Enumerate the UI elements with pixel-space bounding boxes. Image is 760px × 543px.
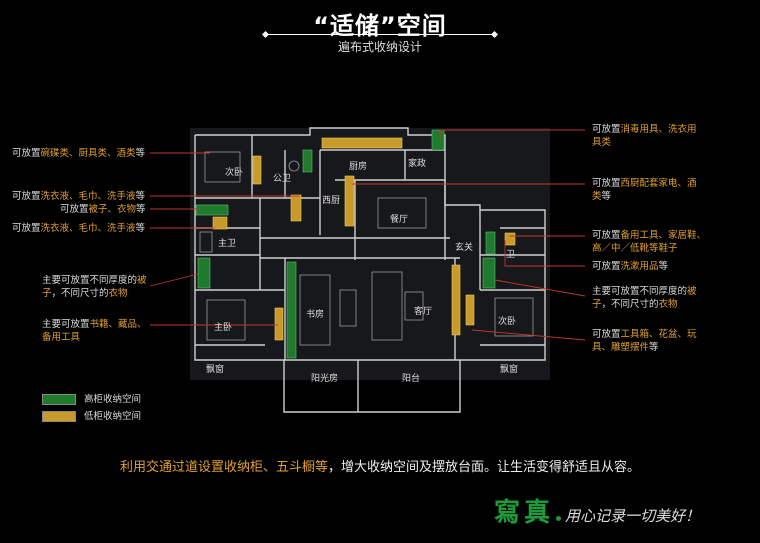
callout-left-1: 可放置碗碟类、厨具类、酒类等 xyxy=(12,148,146,159)
legend-swatch-low xyxy=(42,411,76,422)
legend-swatch-high xyxy=(42,394,76,405)
brand-slogan: 用心记录一切美好！ xyxy=(565,507,701,525)
footer-caption: 利用交通过道设置收纳柜、五斗橱等，增大收纳空间及摆放台面。让生活变得舒适且从容。 xyxy=(119,460,641,475)
room-label-xichu: 西厨 xyxy=(322,196,341,206)
callout-left-4: 可放置洗衣液、毛巾、洗手液等 xyxy=(12,223,146,234)
legend-low-storage: 低柜收纳空间 xyxy=(42,408,141,422)
callout-left-3: 可放置被子、衣物等 xyxy=(60,204,146,215)
callout-right-1: 可放置消毒用具、洗衣用具类 xyxy=(592,124,697,148)
plan-walls xyxy=(194,127,546,413)
callout-right-2: 可放置西厨配套家电、酒类等 xyxy=(592,178,697,202)
brand-dot-icon xyxy=(556,516,562,521)
room-label-piaochuang-right: 飘窗 xyxy=(500,365,519,375)
low-storage-cabinets xyxy=(212,137,516,341)
room-label-keting: 客厅 xyxy=(414,307,433,317)
room-label-ciwo-left: 次卧 xyxy=(225,168,244,178)
room-label-yangtai: 阳台 xyxy=(402,374,421,384)
room-label-canting: 餐厅 xyxy=(390,215,409,225)
room-label-ciwo-right: 次卧 xyxy=(498,317,517,327)
room-label-chufang: 厨房 xyxy=(349,162,368,172)
room-label-zhuwei: 主卫 xyxy=(218,239,237,249)
brand-watermark: 寫真用心记录一切美好！ xyxy=(494,492,700,529)
callout-left-2: 可放置洗衣液、毛巾、洗手液等 xyxy=(12,191,146,202)
room-label-yangguangfang: 阳光房 xyxy=(311,374,339,384)
room-label-gongwei: 公卫 xyxy=(273,174,292,184)
room-label-jiazheng: 家政 xyxy=(408,159,427,169)
page-subtitle: 遍布式收纳设计 xyxy=(337,40,422,54)
room-label-piaochuang-left: 飘窗 xyxy=(206,365,225,375)
callout-right-4: 可放置洗漱用品等 xyxy=(592,261,669,272)
room-label-wei: 卫 xyxy=(506,250,516,260)
legend-high-storage: 高柜收纳空间 xyxy=(42,391,141,405)
plan-furniture xyxy=(199,151,534,346)
high-storage-cabinets xyxy=(195,129,496,359)
callout-left-5: 主要可放置不同厚度的被子，不同尺寸的衣物 xyxy=(42,275,147,299)
page-title: “适储”空间 xyxy=(313,12,447,40)
brand-name: 寫真 xyxy=(494,498,555,528)
callout-right-6: 可放置工具箱、花盆、玩具、雕塑摆件等 xyxy=(592,329,697,353)
room-label-shufang: 书房 xyxy=(306,310,325,320)
callout-right-3: 可放置备用工具、家居鞋、高／中／低靴等鞋子 xyxy=(592,230,707,254)
callout-right-5: 主要可放置不同厚度的被子，不同尺寸的衣物 xyxy=(592,286,697,310)
plan-background xyxy=(190,128,550,380)
room-label-xuanguan: 玄关 xyxy=(455,243,474,253)
title-divider xyxy=(261,30,499,39)
room-label-zhuwo: 主卧 xyxy=(214,323,233,333)
callout-leaders xyxy=(149,129,586,341)
callout-left-6: 主要可放置书籍、藏品、备用工具 xyxy=(42,319,147,343)
